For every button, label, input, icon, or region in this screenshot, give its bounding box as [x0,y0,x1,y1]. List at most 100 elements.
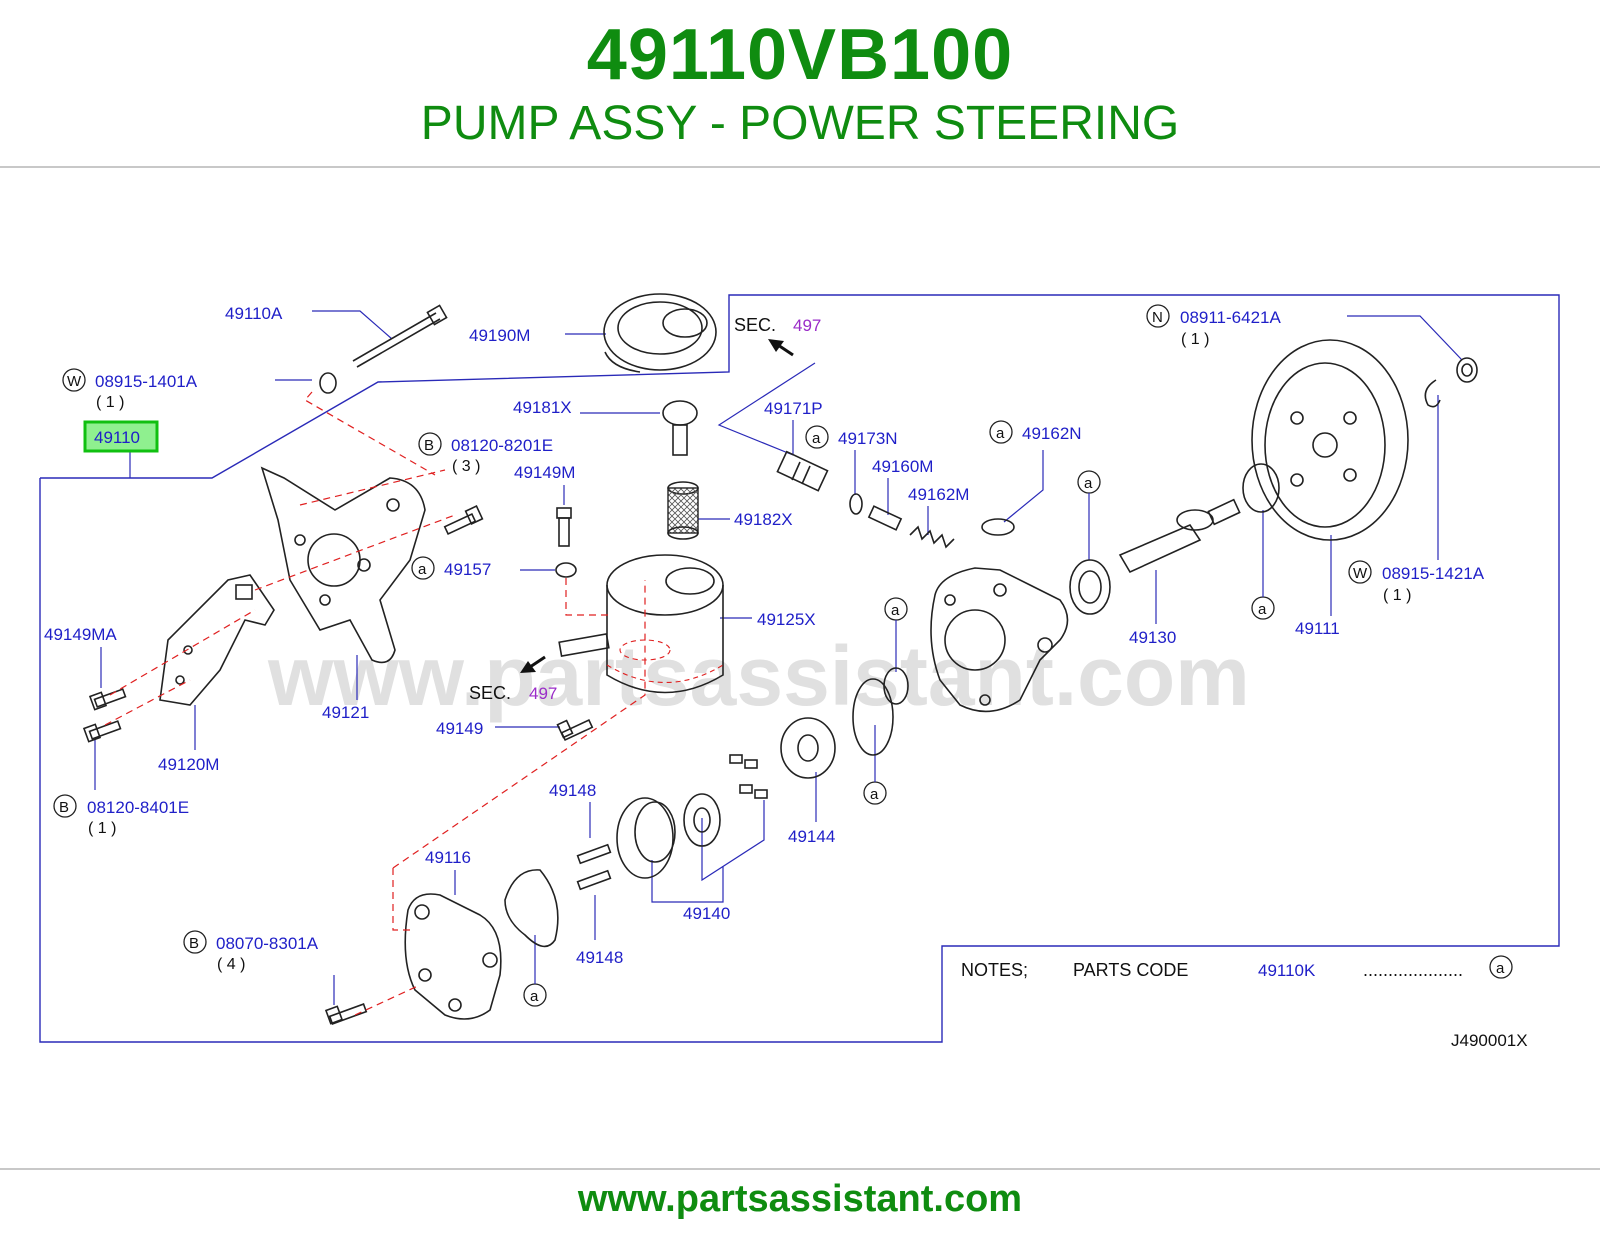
notes-label: NOTES; [961,960,1028,980]
alignment-lines [104,391,646,1016]
plate-49144 [780,717,836,779]
symbol-B3-circle [183,930,207,954]
symbol-W2: W [1353,565,1368,582]
label-49149[interactable]: 49149 [436,719,483,738]
label-49120M[interactable]: 49120M [158,755,219,774]
label-08120-8401E[interactable]: 08120-8401E [87,798,189,817]
label-08120-8201E[interactable]: 08120-8201E [451,436,553,455]
symbol-a-cover: a [530,988,539,1005]
parts-code-label: PARTS CODE [1073,960,1188,980]
bolt-08120-8201E [443,505,484,536]
symbol-a-snapring: a [1258,601,1267,618]
nut-08911-6421A [1456,357,1478,383]
label-49130[interactable]: 49130 [1129,628,1176,647]
label-49140[interactable]: 49140 [683,904,730,923]
label-49173N[interactable]: 49173N [838,429,898,448]
bolt-08120-8401E [82,720,122,743]
rear-housing-49116 [404,893,502,1020]
label-49190M[interactable]: 49190M [469,326,530,345]
label-08911-6421A[interactable]: 08911-6421A [1180,308,1281,327]
gasket-cover [504,869,559,948]
symbol-B3: B [189,935,199,952]
qty-08120-8201E: ( 3 ) [452,458,480,475]
symbol-a-seal: a [1084,475,1093,492]
shaft-49130 [1118,498,1241,574]
label-49110A[interactable]: 49110A [225,304,283,323]
label-49148-bottom[interactable]: 49148 [576,948,623,967]
reservoir-tank-49125X [558,554,724,694]
symbol-a-oring: a [891,602,900,619]
vanes [729,754,768,799]
label-49144[interactable]: 49144 [788,827,835,846]
oring-49173N [849,493,863,515]
symbol-N: N [1152,309,1163,326]
label-49181X[interactable]: 49181X [513,398,572,417]
part-number: 49110VB100 [586,15,1014,95]
cam-ring [616,797,676,879]
sec-arrow-top [717,339,816,456]
label-08070-8301A[interactable]: 08070-8301A [216,934,319,953]
bracket-49120M [159,574,275,706]
valve-49160M [867,505,903,531]
symbol-a-gasket: a [870,786,879,803]
label-49149M[interactable]: 49149M [514,463,575,482]
bolt-49149M [556,507,572,547]
footer-url[interactable]: www.partsassistant.com [577,1178,1023,1220]
leader-49162N [1003,450,1044,523]
symbol-B: B [424,437,434,454]
label-49148-top[interactable]: 49148 [549,781,596,800]
pin-49148-bottom [576,869,612,891]
header: 49110VB100 PUMP ASSY - POWER STEERING [0,0,1600,168]
oring-49162N [981,518,1015,536]
symbol-a-49157-circle [411,556,435,580]
qty-08915-1421A: ( 1 ) [1383,587,1411,604]
label-49149MA[interactable]: 49149MA [44,625,117,644]
leader-49140-a [651,860,724,903]
sec-number-bottom[interactable]: 497 [529,684,557,703]
pump-body [930,567,1069,713]
label-49125X[interactable]: 49125X [757,610,816,629]
label-08915-1401A[interactable]: 08915-1401A [95,372,198,391]
reservoir-cap-49190M [603,293,717,373]
leader-49110A [312,310,393,340]
label-49182X[interactable]: 49182X [734,510,793,529]
notes-box: NOTES; PARTS CODE 49110K ...............… [961,955,1513,980]
symbol-W2-circle [1348,560,1372,584]
footer-divider [0,1168,1600,1170]
label-49162M[interactable]: 49162M [908,485,969,504]
pulley-49111 [1251,339,1409,541]
sec-number-top[interactable]: 497 [793,316,821,335]
connector-49171P [776,450,829,492]
qty-08070-8301A: ( 4 ) [217,956,245,973]
label-49171P[interactable]: 49171P [764,399,823,418]
bolt-49110A [352,304,448,368]
label-49160M[interactable]: 49160M [872,457,933,476]
qty-08120-8401E: ( 1 ) [88,820,116,837]
sec-text-top: SEC. [734,315,776,335]
oil-seal [1069,559,1111,615]
label-49111[interactable]: 49111 [1295,619,1340,638]
leader-08911-6421A [1347,315,1463,361]
label-08915-1421A[interactable]: 08915-1421A [1382,564,1485,583]
sec-arrow-bottom [520,655,546,673]
symbol-W-circle [62,368,86,392]
notes-dots: .................... [1363,960,1463,980]
label-49121[interactable]: 49121 [322,703,369,722]
label-49116[interactable]: 49116 [425,848,471,867]
symbol-a-49162N-circle [989,420,1013,444]
bracket-49121 [260,466,426,664]
label-49157[interactable]: 49157 [444,560,491,579]
watermark: www.partsassistant.com [267,629,1250,723]
sec-text-bottom: SEC. [469,683,511,703]
highlight-box-49110[interactable] [83,420,159,453]
symbol-a-49162N: a [996,425,1005,442]
washer-08915-1421A [1424,379,1441,408]
symbol-a-49173N-circle [805,425,829,449]
bolt-49149MA [88,688,127,711]
symbol-B-circle [418,432,442,456]
notes-symbol: a [1496,960,1505,977]
parts-code-value[interactable]: 49110K [1258,961,1316,980]
label-49162N[interactable]: 49162N [1022,424,1082,443]
part-title: PUMP ASSY - POWER STEERING [420,97,1180,150]
